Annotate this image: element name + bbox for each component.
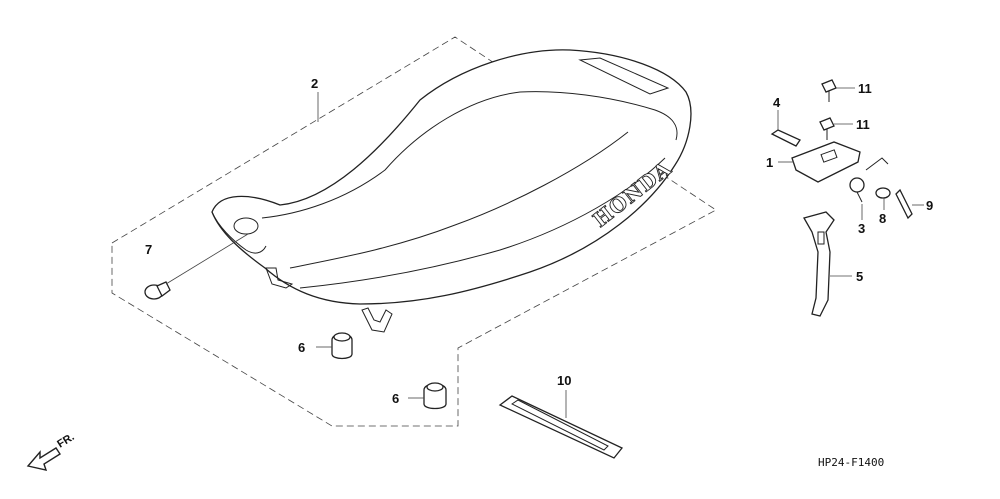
plug-stem xyxy=(156,281,171,297)
callout-11-lower: 11 xyxy=(856,117,870,132)
cushion-top-lower xyxy=(426,382,444,392)
cushion-part-upper xyxy=(331,332,353,360)
callout-5: 5 xyxy=(856,269,863,284)
latch-part xyxy=(849,177,865,203)
seat-bracket-rear xyxy=(361,307,393,333)
front-arrow-icon xyxy=(26,447,61,471)
bolt-head-lower xyxy=(819,117,835,131)
strap-part xyxy=(498,395,624,459)
callout-6-lower: 6 xyxy=(392,391,399,406)
seat-rear-flap xyxy=(578,57,670,95)
callout-2: 2 xyxy=(311,76,318,91)
callout-1: 1 xyxy=(766,155,773,170)
nut-part xyxy=(875,187,891,199)
bolt-head-upper xyxy=(821,79,837,93)
strap-outer xyxy=(498,395,624,459)
lever-part xyxy=(803,211,835,317)
callout-7: 7 xyxy=(145,242,152,257)
seat-lower-edge xyxy=(299,157,666,289)
seat-assembly: HONDA xyxy=(211,49,692,333)
plug-leader xyxy=(165,233,249,285)
callout-11-upper: 11 xyxy=(858,81,872,96)
front-direction-indicator: FR. xyxy=(26,431,77,471)
latch-hub xyxy=(849,177,865,193)
lock-plate-body xyxy=(791,141,861,183)
seat-front-hook xyxy=(211,211,267,254)
callout-6-upper: 6 xyxy=(298,340,305,355)
lever-slot xyxy=(817,231,825,245)
bolt-4-body xyxy=(770,129,801,147)
latch-arm xyxy=(856,191,863,203)
seat-outline xyxy=(211,49,692,305)
seat-cover-panel xyxy=(261,91,678,219)
callout-3: 3 xyxy=(858,221,865,236)
strap-inner xyxy=(511,399,609,451)
seat-bracket-front xyxy=(265,267,294,289)
cushion-part-lower xyxy=(423,382,447,410)
callout-10: 10 xyxy=(557,373,571,388)
pin-body xyxy=(895,188,913,220)
pin-part xyxy=(895,188,913,220)
seat-front-hole xyxy=(233,217,259,235)
diagram-code: HP24-F1400 xyxy=(818,456,884,469)
plug-part xyxy=(144,233,249,300)
front-label: FR. xyxy=(55,431,76,451)
callout-8: 8 xyxy=(879,211,886,226)
callout-9: 9 xyxy=(926,198,933,213)
seat-side-piping xyxy=(289,131,629,269)
bolt-part-upper xyxy=(821,79,837,102)
bolt-part-lower xyxy=(819,117,835,140)
lock-spring xyxy=(865,157,889,171)
lock-plate-part xyxy=(791,141,889,183)
bolt-part-4 xyxy=(770,129,801,147)
lock-plate-slot xyxy=(820,149,838,163)
cushion-top-upper xyxy=(333,332,351,342)
nut-body xyxy=(875,187,891,199)
lever-body xyxy=(803,211,835,317)
callout-4: 4 xyxy=(773,95,781,110)
